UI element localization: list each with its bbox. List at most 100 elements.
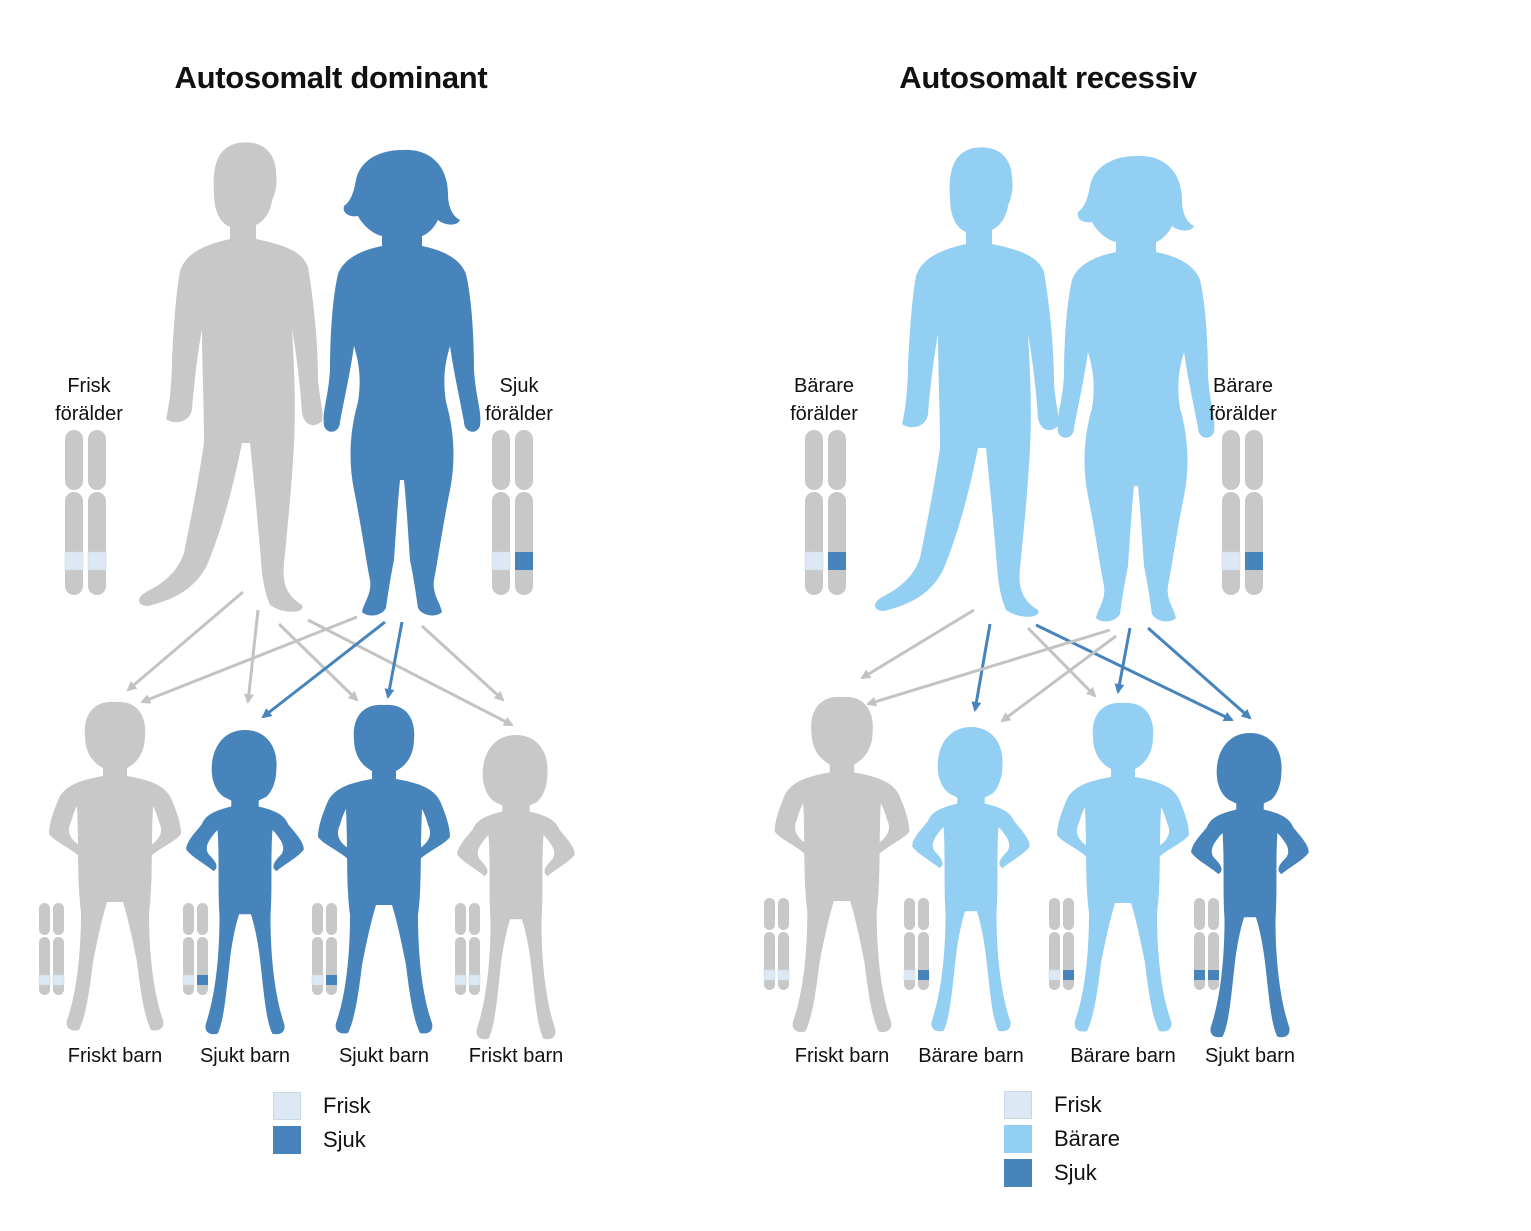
healthy-allele [1221,551,1241,571]
chromosome-arm [455,937,466,995]
parent-label-line1: Bärare [1212,375,1274,397]
people-silhouettes [49,142,1309,1040]
legend-item: Bärare [1004,1122,1120,1156]
chromosome-arm [39,937,50,995]
parent-label-dominant-2: Sjuk förälder [459,372,579,428]
chromosome-arm [469,903,480,935]
chromosome-arm [904,932,915,990]
chromosome-arm [1063,932,1074,990]
inheritance-arrow-healthy [420,624,505,702]
child-label: Sjukt barn [1204,1045,1296,1067]
legend-item: Sjuk [1004,1156,1120,1190]
chromosome-arm [1049,932,1060,990]
boy-icon [318,704,450,1034]
inheritance-arrow-healthy [243,609,260,704]
inheritance-arrow-healthy [307,618,514,727]
chromosome-arm [1208,932,1219,990]
child-label: Bärare barn [918,1045,1024,1067]
woman-icon [323,149,481,616]
panel-title-dominant: Autosomalt dominant [174,60,488,95]
child-label: Friskt barn [67,1045,163,1067]
man-icon [875,147,1059,617]
chromosome-pair [804,430,846,595]
panel-title-recessive: Autosomalt recessiv [899,60,1197,95]
inheritance-arrow-healthy [860,608,975,680]
parent-label-line2: förälder [485,403,553,425]
chromosome-pair [38,903,65,995]
child-label: Bärare barn [1070,1045,1176,1067]
chromosome-arm [1245,492,1263,595]
boy-icon [774,696,910,1033]
legend-recessive: Frisk Bärare Sjuk [1004,1088,1120,1190]
chromosome-pairs [38,430,1263,995]
parent-label-line2: förälder [1209,403,1277,425]
man-icon [139,142,323,612]
chromosome-pair [64,430,107,595]
parent-label-recessive-2: Bärare förälder [1183,372,1303,428]
chromosome-arm [39,903,50,935]
chromosome-arm [764,898,775,930]
chromosome-arm [828,430,846,490]
chromosome-arm [1245,430,1263,490]
chromosome-arm [326,903,337,935]
affected-allele [828,552,846,570]
chromosome-pair [311,903,337,995]
chromosome-arm [918,932,929,990]
legend-label: Sjuk [323,1127,366,1152]
boy-icon [1057,702,1189,1032]
legend-dominant: Frisk Sjuk [273,1089,371,1157]
healthy-allele [454,974,467,986]
chromosome-arm [1194,898,1205,930]
chromosome-arm [764,932,775,990]
inheritance-arrows [126,590,1252,727]
healthy-allele [777,969,790,981]
chromosome-pair [491,430,533,595]
inheritance-arrow-affected [261,620,386,719]
chromosome-arm [828,492,846,595]
chromosome-pair [1048,898,1074,990]
chromosome-arm [1222,430,1240,490]
girl-icon [912,727,1030,1032]
chromosome-arm [53,937,64,995]
parent-label-dominant-1: Frisk förälder [29,372,149,428]
chromosome-arm [65,492,83,595]
healthy-allele [763,969,776,981]
chromosome-arm [1222,492,1240,595]
healthy-allele [52,974,65,986]
chromosome-arm [515,492,533,595]
healthy-allele [468,974,481,986]
chromosome-arm [197,937,208,995]
chromosome-arm [326,937,337,995]
chromosome-arm [53,903,64,935]
legend-item: Frisk [273,1089,371,1123]
legend-swatch [273,1126,301,1154]
chromosome-arm [183,903,194,935]
healthy-allele [1048,969,1061,981]
healthy-allele [182,974,195,986]
affected-allele [918,970,929,980]
healthy-allele [311,974,324,986]
child-label: Sjukt barn [338,1045,430,1067]
inheritance-arrow-healthy [126,590,244,692]
chromosome-arm [1063,898,1074,930]
affected-allele [1208,970,1219,980]
chromosome-arm [65,430,83,490]
healthy-allele [804,551,824,571]
chromosome-arm [183,937,194,995]
healthy-allele [87,551,107,571]
chromosome-arm [805,430,823,490]
legend-swatch [1004,1159,1032,1187]
chromosome-pair [903,898,929,990]
girl-icon [1191,733,1309,1038]
chromosome-pair [182,903,208,995]
affected-allele [1194,970,1205,980]
healthy-allele [903,969,916,981]
chromosome-arm [469,937,480,995]
chromosome-arm [88,492,106,595]
parent-label-line1: Frisk [67,375,111,397]
chromosome-arm [904,898,915,930]
chromosome-arm [312,937,323,995]
chromosome-arm [492,492,510,595]
